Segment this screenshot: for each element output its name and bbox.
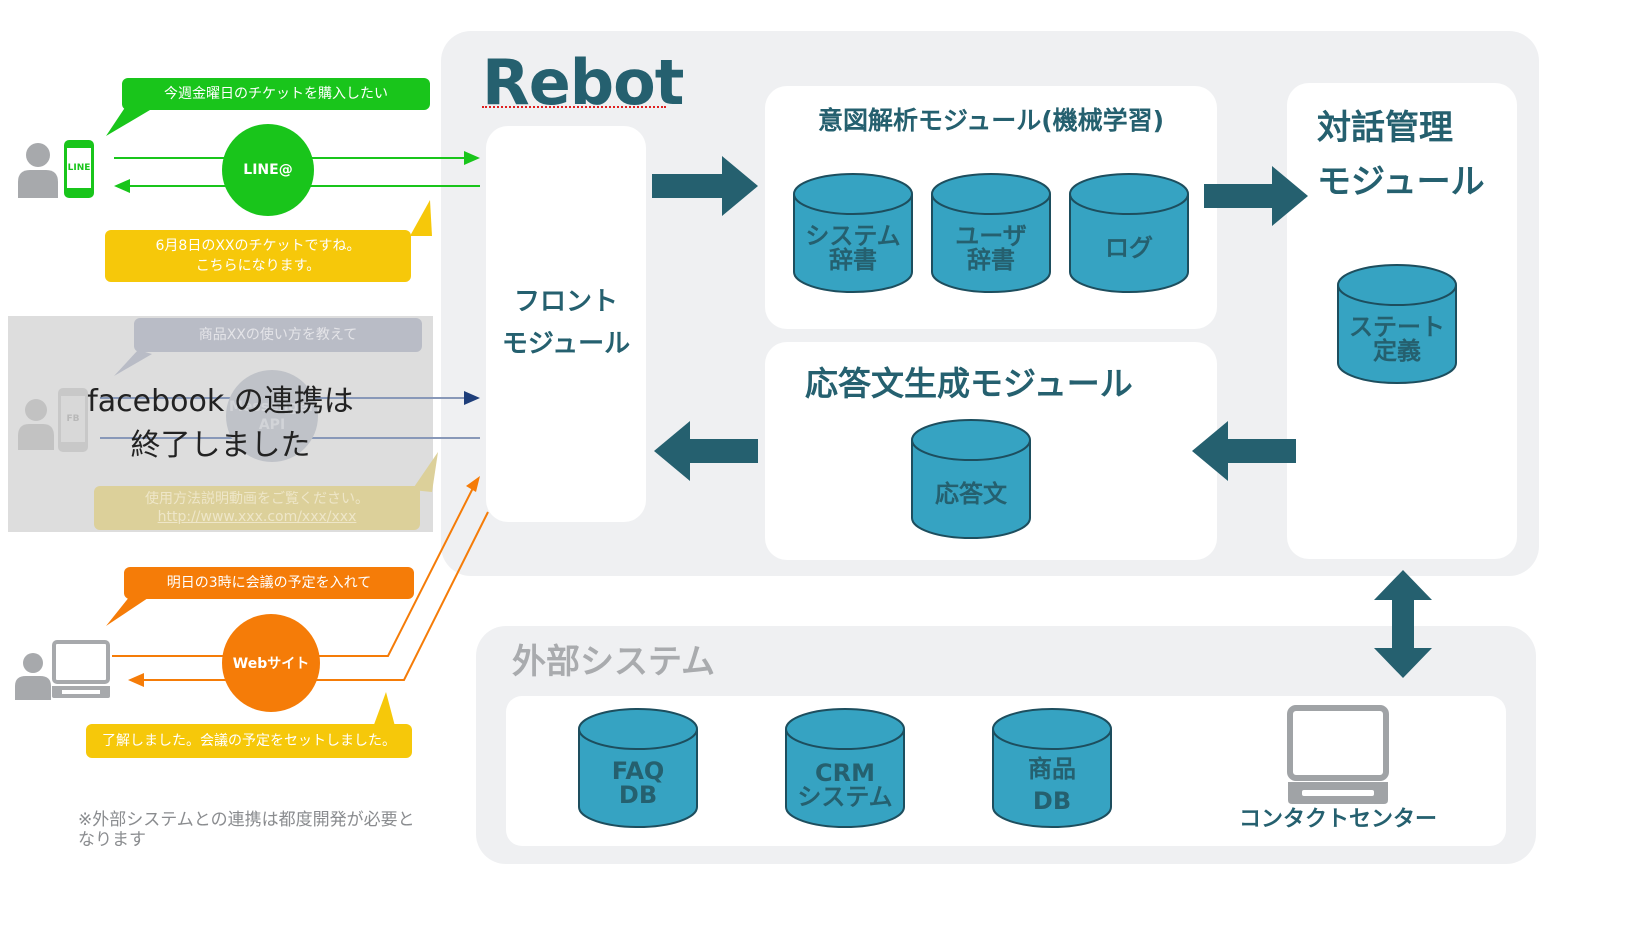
line-phone-label: LINE	[67, 163, 91, 173]
rebot-title: Rebot	[482, 46, 684, 119]
arrow-dialog-external-bidirectional	[1374, 570, 1432, 678]
facebook-request-text: 商品XXの使い方を教えて	[198, 327, 358, 343]
cylinder-label: FAQ DB	[577, 759, 699, 807]
cylinder-shape	[1337, 264, 1457, 384]
external-title: 外部システム	[512, 642, 715, 682]
facebook-ended-line2: 終了しました	[130, 428, 311, 463]
line-response-line2: こちらになります。	[195, 258, 321, 274]
cylinder-line1: 商品	[1028, 755, 1076, 783]
line-response-bubble: 6月8日のXXのチケットですね。 こちらになります。	[105, 230, 411, 282]
dialog-module-line2: モジュール	[1317, 162, 1485, 202]
line-request-text: 今週金曜日のチケットを購入したい	[164, 86, 388, 102]
cylinder-shape	[931, 173, 1051, 293]
cylinder-line2: DB	[618, 781, 658, 809]
cylinder-shape	[793, 173, 913, 293]
footnote: ※外部システムとの連携は都度開発が必要と なります	[78, 810, 415, 850]
front-module-label: フロント モジュール	[486, 281, 646, 365]
web-site-circle: Webサイト	[222, 614, 320, 712]
cylinder-line1: ステート	[1349, 313, 1445, 341]
facebook-phone-screen: FB	[61, 396, 85, 442]
web-user-person-icon	[15, 653, 51, 700]
facebook-ended-notice: facebook の連携は 終了しました	[8, 380, 433, 468]
web-computer-icon	[52, 640, 110, 698]
response-module-title: 応答文生成モジュール	[805, 364, 1133, 403]
facebook-request-bubble: 商品XXの使い方を教えて	[134, 318, 422, 352]
cylinder-user-dict: ユーザ 辞書	[930, 172, 1052, 294]
cylinder-line1: ユーザ	[955, 222, 1027, 250]
facebook-ended-line1: facebook の連携は	[87, 384, 354, 419]
cylinder-shape	[992, 708, 1112, 828]
cylinder-shape	[578, 708, 698, 828]
web-site-label: Webサイト	[232, 656, 310, 672]
cylinder-shape	[785, 708, 905, 828]
cylinder-line2: 定義	[1373, 337, 1421, 365]
cylinder-state-def: ステート 定義	[1336, 263, 1458, 385]
line-phone-icon: LINE	[64, 140, 94, 198]
cylinder-label: CRM システム	[784, 761, 906, 809]
line-phone-screen: LINE	[67, 148, 91, 188]
cylinder-shape	[1069, 173, 1189, 293]
cylinder-label: 応答文	[910, 482, 1032, 506]
web-request-text: 明日の3時に会議の予定を入れて	[166, 575, 372, 591]
cylinder-line2: 辞書	[829, 246, 877, 274]
arrow-intent-to-dialog	[1204, 166, 1308, 226]
cylinder-line2: 辞書	[967, 246, 1015, 274]
facebook-response-line1: 使用方法説明動画をご覧ください。	[145, 491, 369, 507]
cylinder-label: ログ	[1068, 236, 1190, 260]
cylinder-faq-db: FAQ DB	[577, 707, 699, 829]
line-at-circle: LINE@	[222, 124, 314, 216]
arrow-response-to-front	[654, 421, 758, 481]
cylinder-line2: DB	[1032, 787, 1072, 815]
line-user-person-icon	[18, 143, 58, 198]
contact-center-label: コンタクトセンター	[1238, 807, 1437, 832]
web-response-text: 了解しました。会議の予定をセットしました。	[102, 733, 396, 749]
cylinder-line1: システム	[805, 222, 901, 250]
cylinder-response-text: 応答文	[910, 418, 1032, 540]
messenger-api-line2: API	[258, 417, 286, 433]
line-at-label: LINE@	[243, 162, 293, 178]
cylinder-label: システム 辞書	[792, 224, 914, 272]
contact-center-computer-icon	[1287, 705, 1389, 804]
arrow-dialog-to-response	[1192, 421, 1296, 481]
dialog-module-label: 対話管理 モジュール	[1317, 101, 1485, 209]
front-module-line1: フロント	[513, 287, 618, 317]
dialog-module-line1: 対話管理	[1317, 108, 1453, 148]
cylinder-shape	[911, 419, 1031, 539]
front-module: フロント モジュール	[486, 126, 646, 522]
cylinder-line1: 応答文	[935, 480, 1007, 508]
web-response-bubble: 了解しました。会議の予定をセットしました。	[86, 724, 412, 758]
footnote-line1: ※外部システムとの連携は都度開発が必要と	[78, 810, 415, 830]
cylinder-label: 商品 DB	[991, 753, 1113, 817]
facebook-user-person-icon	[18, 399, 54, 450]
facebook-response-link: http://www.xxx.com/xxx/xxx	[157, 509, 357, 525]
cylinder-crm: CRM システム	[784, 707, 906, 829]
front-module-line2: モジュール	[501, 329, 631, 359]
facebook-response-bubble: 使用方法説明動画をご覧ください。 http://www.xxx.com/xxx/…	[94, 486, 420, 530]
cylinder-product-db: 商品 DB	[991, 707, 1113, 829]
cylinder-line2: システム	[797, 783, 893, 811]
facebook-phone-label: FB	[66, 414, 80, 424]
footnote-line2: なります	[78, 830, 146, 850]
cylinder-line1: CRM	[815, 759, 875, 787]
arrow-front-to-intent	[652, 156, 758, 216]
web-request-bubble: 明日の3時に会議の予定を入れて	[124, 567, 414, 599]
cylinder-line1: FAQ	[611, 757, 665, 785]
messenger-api-circle: Messenger API	[226, 370, 318, 462]
rebot-title-text: Rebot	[482, 46, 684, 119]
line-response-line1: 6月8日のXXのチケットですね。	[155, 238, 361, 254]
cylinder-system-dict: システム 辞書	[792, 172, 914, 294]
cylinder-log: ログ	[1068, 172, 1190, 294]
messenger-api-line1: Messenger	[229, 399, 315, 415]
cylinder-label: ステート 定義	[1336, 315, 1458, 363]
cylinder-line1: ログ	[1105, 234, 1153, 262]
rebot-spellcheck-underline	[482, 106, 666, 108]
cylinder-label: ユーザ 辞書	[930, 224, 1052, 272]
line-request-bubble: 今週金曜日のチケットを購入したい	[122, 78, 430, 110]
facebook-phone-icon: FB	[58, 388, 88, 452]
intent-module-title: 意図解析モジュール(機械学習)	[817, 106, 1165, 135]
